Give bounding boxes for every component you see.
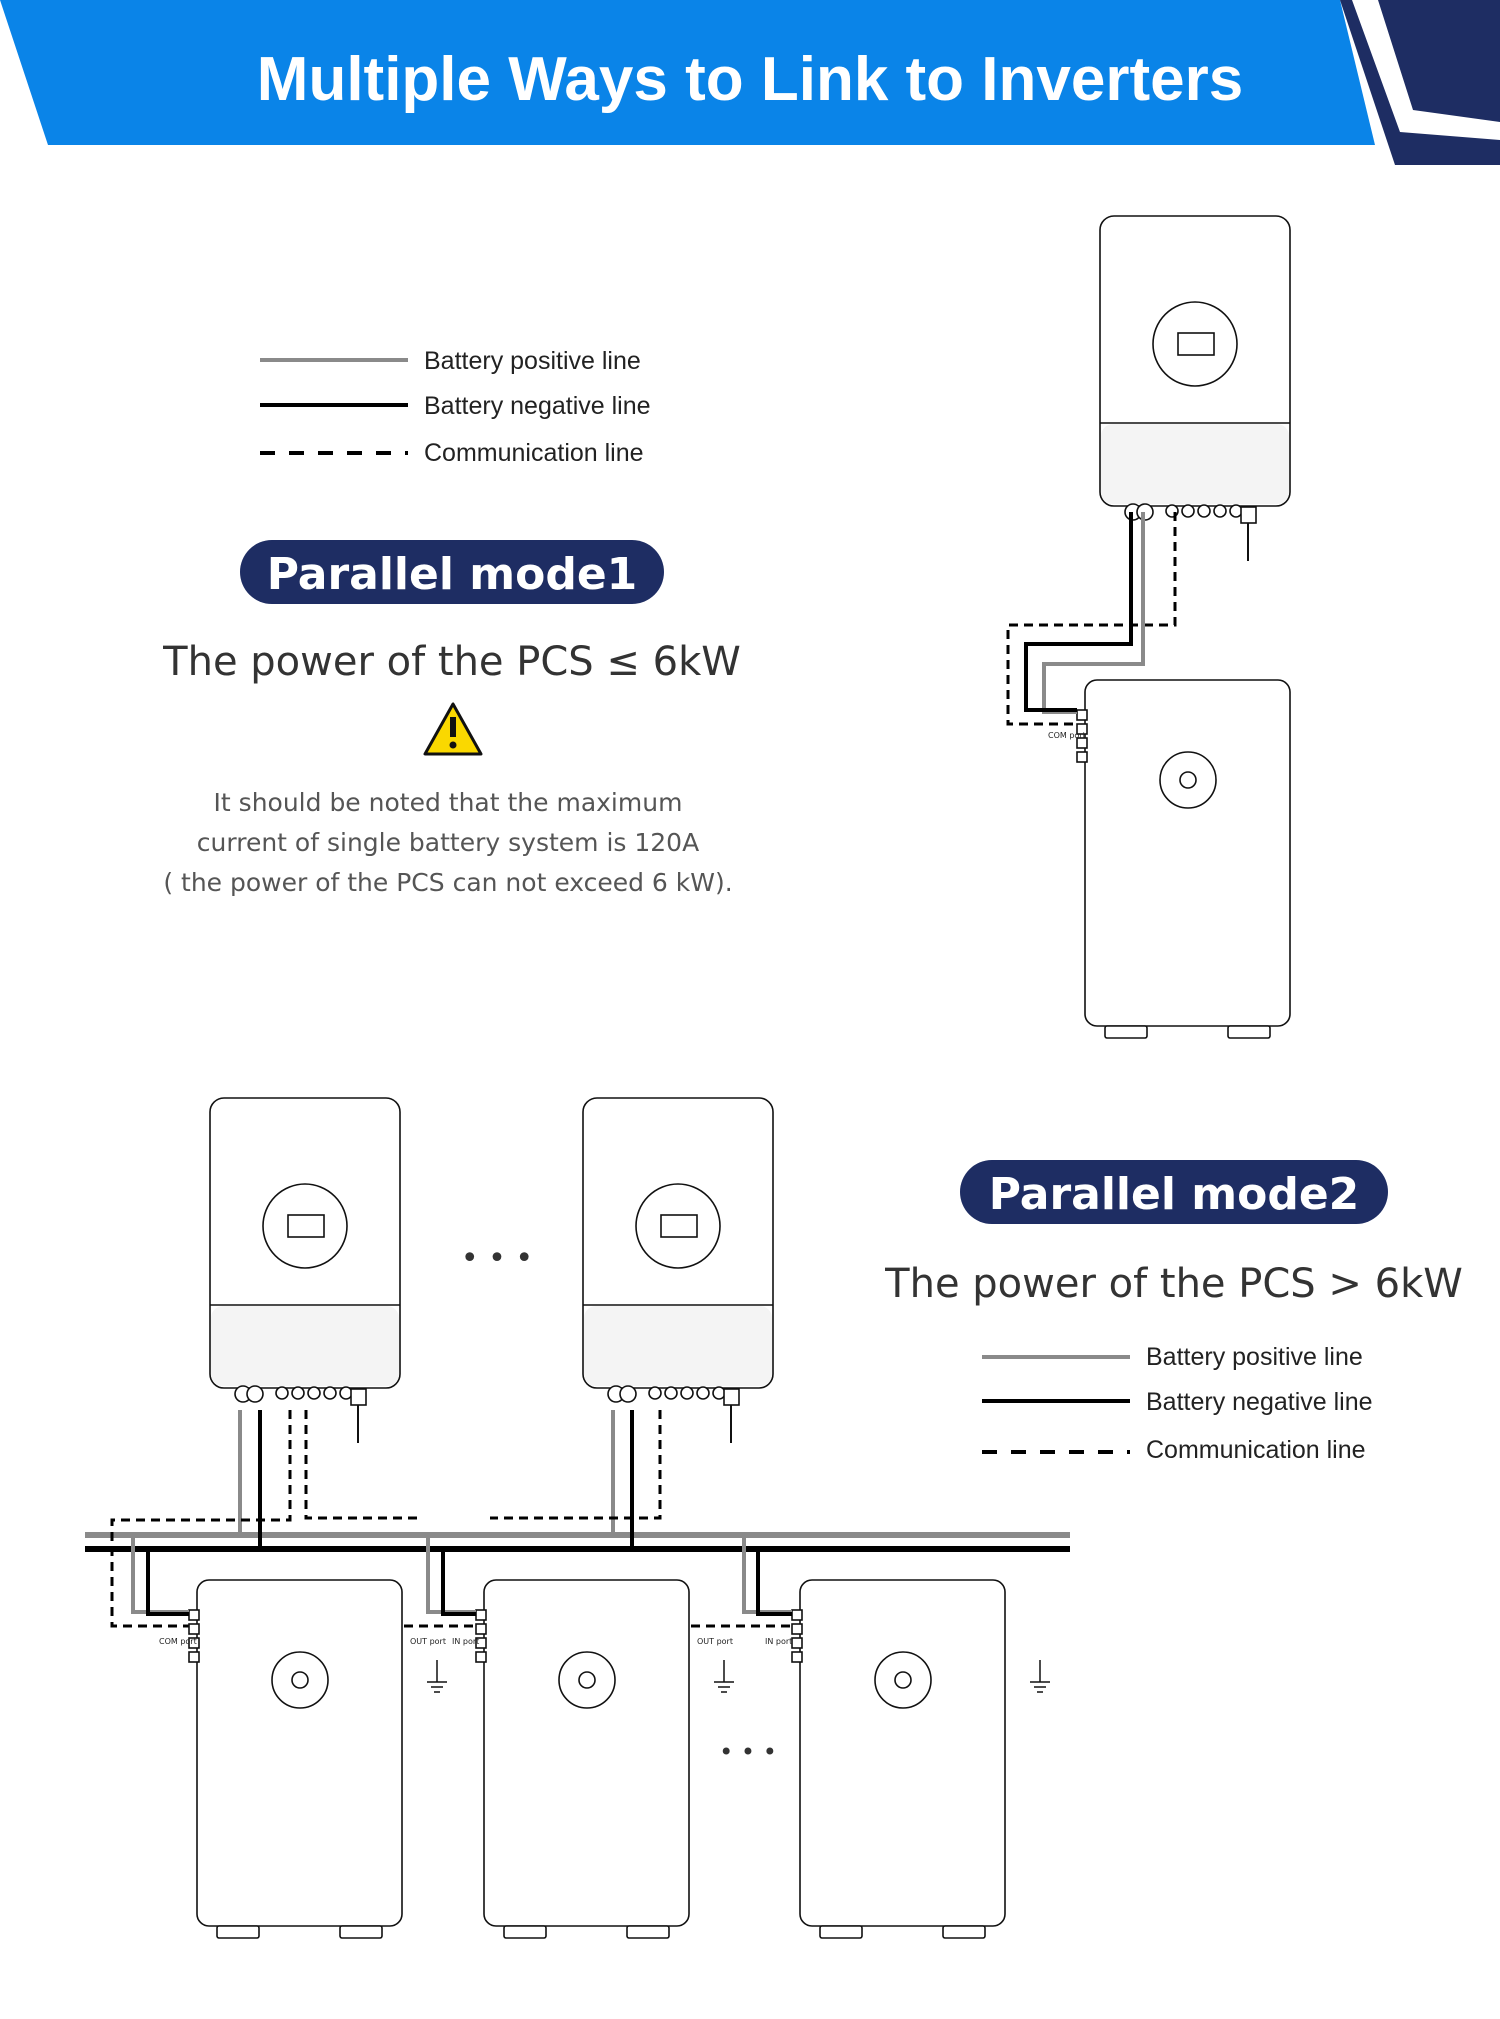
mode2-comm-wire-1: [110, 1410, 292, 1628]
mode1-com-port-label: COM port: [1048, 731, 1086, 740]
mode2-bat2-negative-wire: [441, 1549, 476, 1616]
mode1-badge: Parallel mode1: [240, 540, 664, 604]
legend2-positive-label: Battery positive line: [1146, 1343, 1363, 1371]
mode2-inverter-ellipsis: • • •: [461, 1241, 533, 1276]
header-banner: Multiple Ways to Link to Inverters: [0, 0, 1500, 165]
mode1-diagram: COM port: [1006, 215, 1291, 1039]
warning-icon: [423, 702, 483, 756]
legend2-communication-label: Communication line: [1146, 1436, 1366, 1464]
mode1-battery: [1076, 679, 1291, 1039]
mode2-battery-3: [791, 1579, 1006, 1939]
mode2-bat1-negative-wire: [146, 1549, 189, 1616]
mode2-battery-1: [188, 1579, 403, 1939]
mode1-comm-wire: [1006, 512, 1177, 726]
mode1-pill: [240, 540, 664, 604]
mode2-comm-wire-3: [490, 1410, 662, 1520]
mode2-inverter-2: [582, 1097, 774, 1444]
mode1-note-line-3: ( the power of the PCS can not exceed 6 …: [163, 868, 732, 897]
mode2-diagram: • • • • • • COM port OUT port IN port: [85, 1097, 1070, 1939]
legend-negative-label: Battery negative line: [424, 392, 651, 420]
ground-icon: [426, 1659, 448, 1693]
mode2-bat3-negative-wire: [756, 1549, 792, 1616]
mode1-inverter: [1099, 215, 1291, 562]
mode2-battery-ellipsis: • • •: [719, 1738, 777, 1766]
mode2-bat3-in-label: IN port: [765, 1637, 792, 1646]
mode2-bat2-out-label: OUT port: [697, 1637, 733, 1646]
mode2-bat1-com-label: COM port: [159, 1637, 197, 1646]
mode2-pill: [960, 1160, 1388, 1224]
mode1-note-line-1: It should be noted that the maximum: [214, 788, 683, 817]
mode2-badge: Parallel mode2: [960, 1160, 1388, 1224]
mode2-bat2-in-label: IN port: [452, 1637, 479, 1646]
legend2-negative-label: Battery negative line: [1146, 1388, 1373, 1416]
legend-mode1: Battery positive line Battery negative l…: [260, 347, 651, 467]
mode2-label: Parallel mode2: [989, 1169, 1360, 1220]
banner-stripe: [1352, 0, 1500, 140]
mode2-battery-2: [475, 1579, 690, 1939]
mode2-inverter-1: [209, 1097, 401, 1444]
page-title: Multiple Ways to Link to Inverters: [257, 45, 1243, 114]
legend-mode2: Battery positive line Battery negative l…: [982, 1343, 1373, 1464]
mode1-label: Parallel mode1: [267, 549, 638, 600]
mode1-negative-wire: [1024, 512, 1133, 712]
mode1-note-line-2: current of single battery system is 120A: [197, 828, 699, 857]
banner-background: [0, 0, 1375, 145]
mode2-bat1-out-label: OUT port: [410, 1637, 446, 1646]
legend-communication-label: Communication line: [424, 439, 644, 467]
mode1-power-text: The power of the PCS ≤ 6kW: [162, 639, 741, 685]
mode2-power-text: The power of the PCS > 6kW: [884, 1261, 1463, 1307]
ground-icon: [1029, 1659, 1051, 1693]
legend-positive-label: Battery positive line: [424, 347, 641, 375]
ground-icon: [713, 1659, 735, 1693]
mode2-comm-wire-2: [304, 1410, 420, 1520]
